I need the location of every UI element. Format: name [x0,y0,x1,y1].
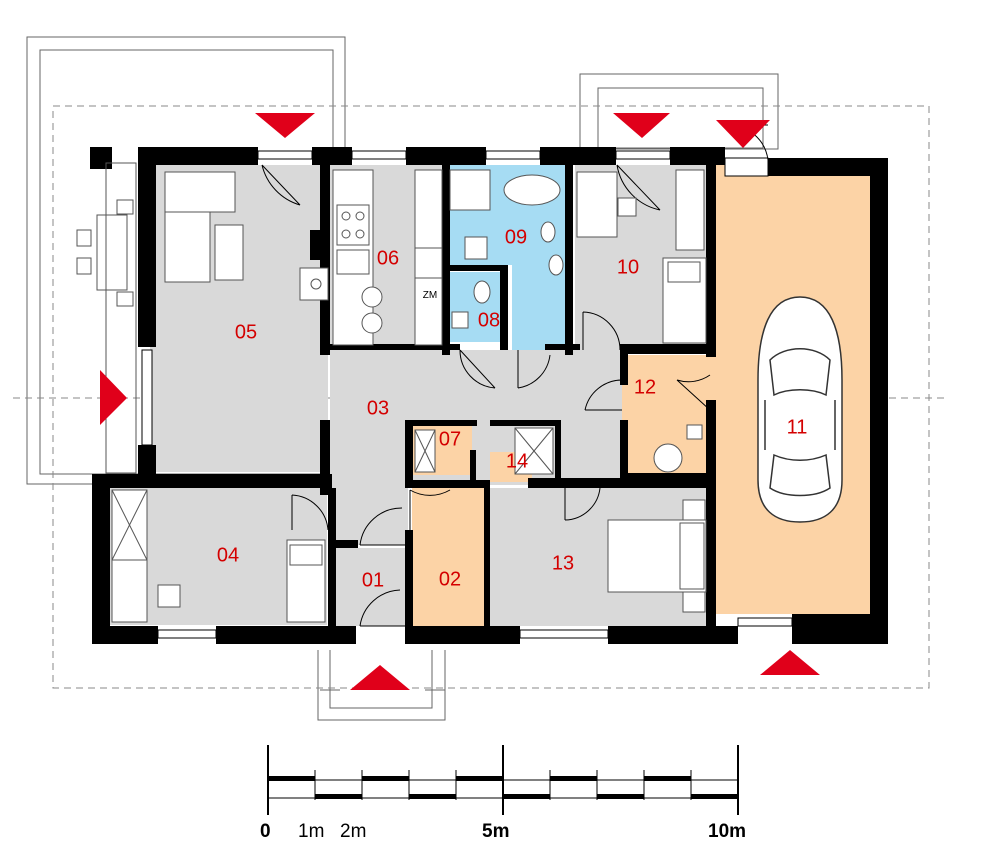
toilet-08 [473,280,491,304]
scale-segment [409,794,456,799]
room-label-02: 02 [439,568,461,590]
terrace-table [96,214,128,291]
wardrobe-10 [675,169,705,251]
room-label-06: 06 [377,247,399,269]
room-label-01: 01 [362,569,384,591]
shower [449,169,491,211]
walls [90,147,888,644]
scale-segment [456,776,503,781]
room-label-14: 14 [506,450,528,472]
scale-segment [644,776,691,781]
scale-segment [362,776,409,781]
windows [141,150,793,639]
scale-bar [267,745,739,815]
washer-label: ZM [423,290,437,301]
scale-segment [691,794,738,799]
floor-01 [335,548,407,626]
triangle-marker-icon [100,113,820,690]
room-label-07: 07 [439,428,461,450]
desk-04 [111,559,148,623]
room-label-04: 04 [217,544,239,566]
toilet-09 [548,254,564,276]
stove [336,204,370,246]
bath-sink [540,221,556,243]
floor-08 [448,272,506,342]
room-label-10: 10 [617,256,639,278]
scale-label-5m: 5m [482,821,509,842]
scale-label-1m: 1m [298,821,324,842]
scale-segment [597,794,644,799]
room-label-11: 11 [787,416,808,438]
scale-label-0: 0 [260,821,271,842]
room-label-08: 08 [478,309,500,331]
room-label-09: 09 [505,226,527,248]
desk-10 [576,171,618,238]
sink [336,249,370,275]
room-label-05: 05 [235,321,257,343]
floor-03b [330,485,408,545]
room-label-12: 12 [634,376,656,398]
scale-segment [503,794,550,799]
bathtub [503,174,561,206]
room-label-03: 03 [367,397,389,419]
scale-segment [550,776,597,781]
scale-segment [268,776,315,781]
furniture [76,162,707,623]
floor-02 [412,488,484,626]
scale-label-10m: 10m [708,821,746,842]
scale-labels: 0 1m 2m 5m 10m [260,821,746,842]
room-labels: 01 02 03 04 05 06 07 08 09 10 11 12 13 14 [217,226,808,591]
car-icon [757,296,843,523]
coffee-table [214,224,244,281]
roof-outline [13,105,945,689]
floor-09b [512,265,568,350]
scale-label-2m: 2m [340,821,366,842]
scale-segment [315,794,362,799]
room-label-13: 13 [552,552,574,574]
